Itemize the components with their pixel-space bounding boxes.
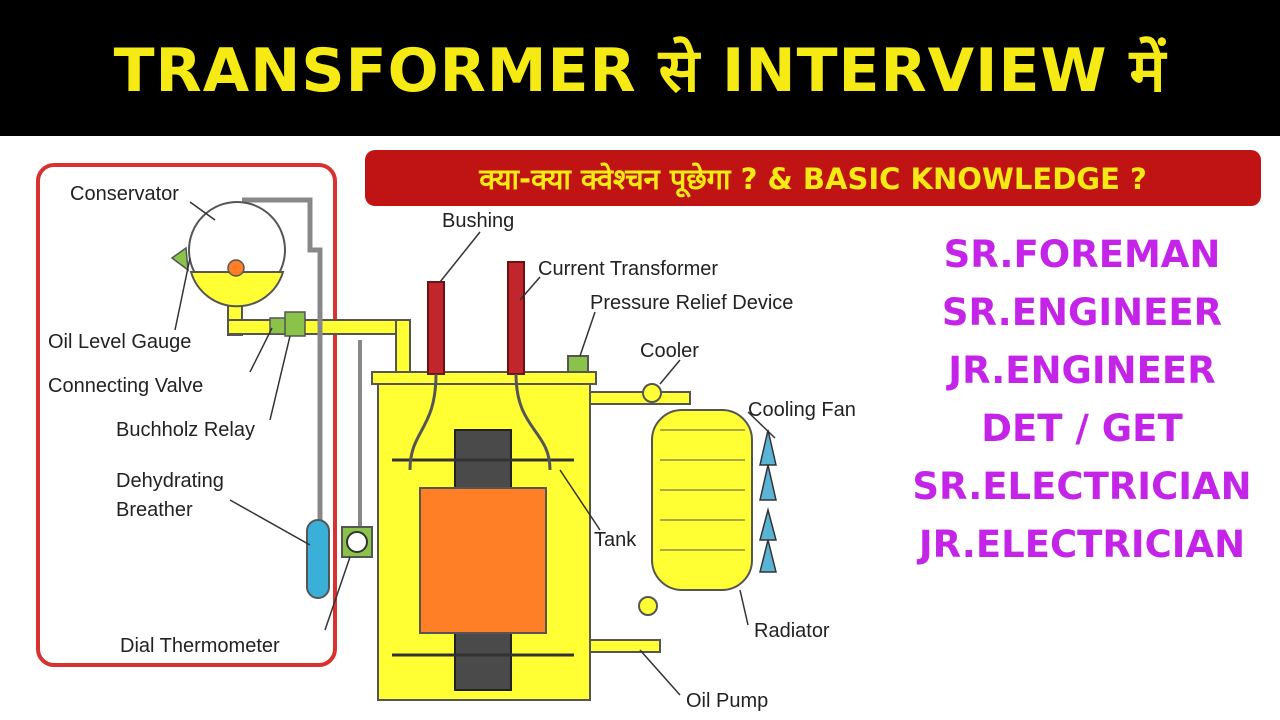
role-item: JR.ELECTRICIAN	[918, 523, 1246, 566]
title-banner: TRANSFORMER से INTERVIEW में	[0, 0, 1280, 136]
subtitle-box: क्या-क्या क्वेश्चन पूछेगा ? & BASIC KNOW…	[365, 150, 1261, 206]
label-pressure-relief-device: Pressure Relief Device	[590, 292, 793, 314]
subtitle-text: क्या-क्या क्वेश्चन पूछेगा ? & BASIC KNOW…	[479, 161, 1147, 196]
radiator	[638, 383, 753, 616]
transformer-diagram: Conservator Oil Level Gauge Connecting V…	[36, 163, 856, 712]
connecting-valve	[269, 317, 287, 335]
banner-title: TRANSFORMER से INTERVIEW में	[113, 36, 1167, 106]
label-conservator: Conservator	[70, 183, 179, 205]
conservator-frame	[36, 163, 337, 667]
role-item: SR.ENGINEER	[941, 291, 1223, 334]
label-buchholz-relay: Buchholz Relay	[116, 419, 255, 441]
cooling-fans	[759, 429, 777, 573]
label-cooler: Cooler	[640, 340, 699, 362]
buchholz-relay	[284, 311, 306, 337]
role-item: JR.ENGINEER	[948, 349, 1216, 392]
label-oil-pump: Oil Pump	[686, 690, 768, 712]
conservator	[170, 201, 286, 308]
label-bushing: Bushing	[442, 210, 514, 232]
roles-list: SR.FOREMAN SR.ENGINEER JR.ENGINEER DET /…	[900, 226, 1264, 574]
label-oil-level-gauge: Oil Level Gauge	[48, 331, 191, 353]
label-radiator: Radiator	[754, 620, 830, 642]
label-connecting-valve: Connecting Valve	[48, 375, 203, 397]
dehydrating-breather	[306, 519, 330, 599]
label-tank: Tank	[594, 529, 637, 551]
pressure-relief-device	[567, 355, 589, 373]
bushings	[408, 261, 552, 471]
label-dehydrating-breather-line2: Breather	[116, 499, 193, 521]
role-item: DET / GET	[981, 407, 1183, 450]
label-current-transformer: Current Transformer	[538, 258, 718, 280]
label-dial-thermometer: Dial Thermometer	[120, 635, 280, 657]
core-windings	[392, 429, 574, 691]
leader-lines	[174, 201, 776, 696]
role-item: SR.FOREMAN	[943, 233, 1221, 276]
label-cooling-fan: Cooling Fan	[748, 399, 856, 421]
label-dehydrating-breather-line1: Dehydrating	[116, 470, 224, 492]
role-item: SR.ELECTRICIAN	[912, 465, 1252, 508]
breather-pipe	[242, 197, 323, 520]
